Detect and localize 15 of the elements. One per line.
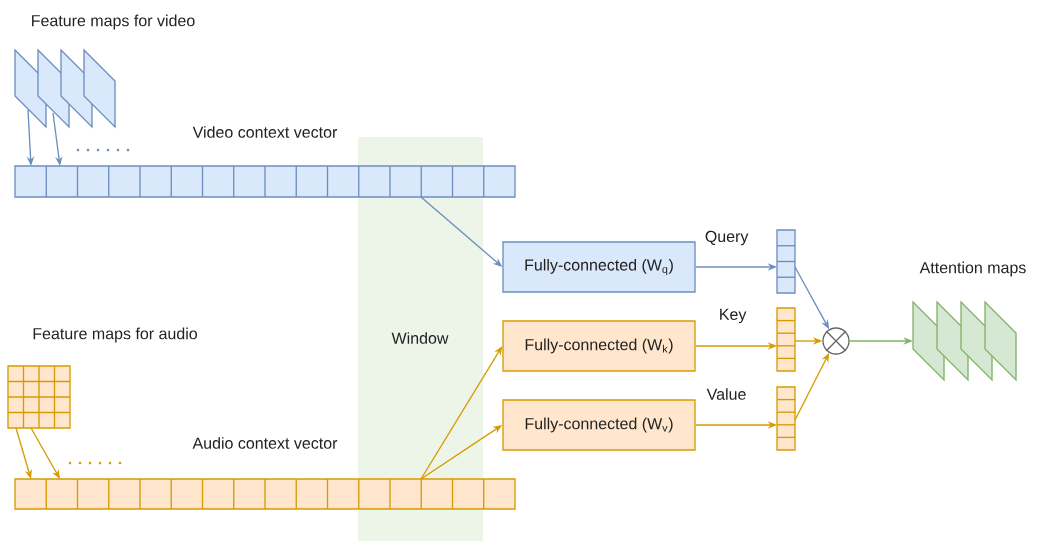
heading: Video context vector [192,126,338,138]
process-box: Fully-connected (W$_{v}$) [502,399,696,451]
heading: Feature maps for video [32,14,195,30]
process-box: Fully-connected (W$_{k}$) [502,320,696,372]
heading: Audio context vector [192,437,338,449]
arrow [420,346,503,480]
heading: Attention maps [919,261,1026,277]
process-box: Fully-connected (W$_{q}$) [502,241,696,293]
arrow [30,427,60,479]
heading: Key [720,308,747,324]
heading: Value [706,388,746,400]
multiply-symbol [822,327,850,355]
band-label: Window [391,332,449,344]
heading: Feature maps for audio [33,327,197,343]
heading: Query [705,230,749,246]
